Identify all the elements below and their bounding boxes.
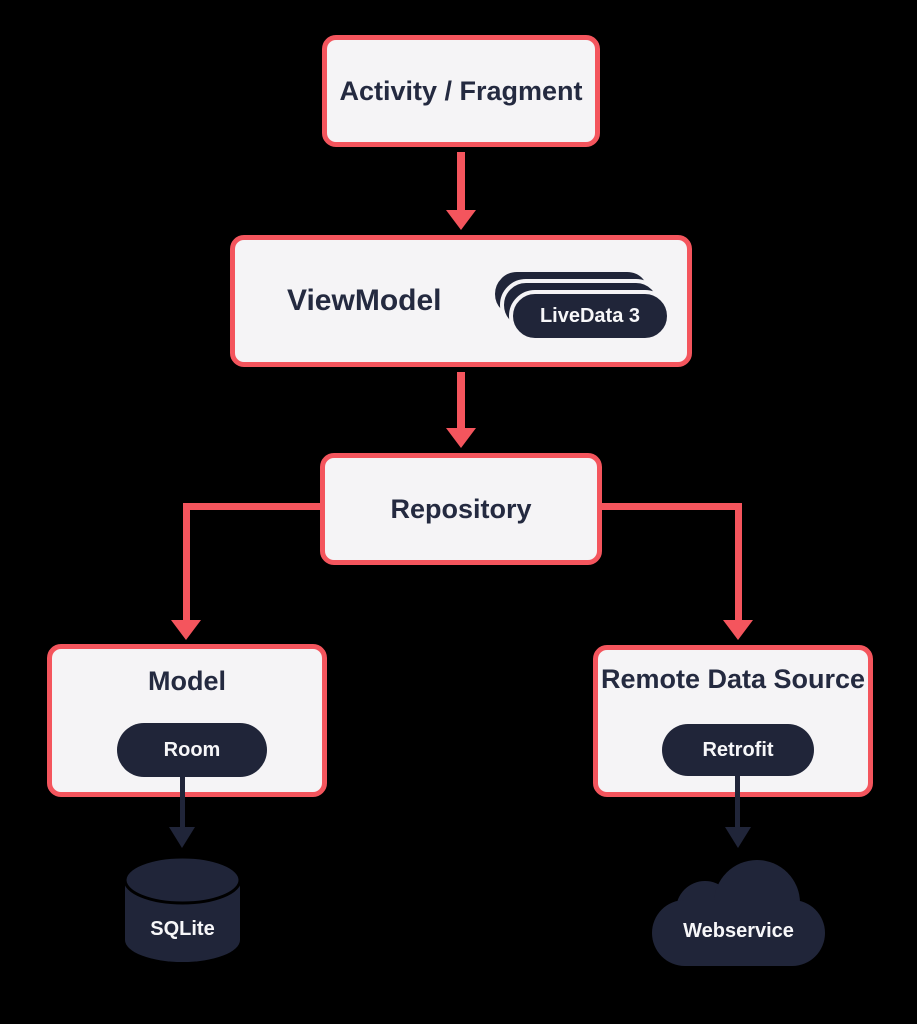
retrofit-badge-label: Retrofit bbox=[702, 738, 774, 761]
viewmodel-label: ViewModel bbox=[287, 284, 442, 317]
sqlite-label: SQLite bbox=[150, 918, 215, 940]
room-badge: Room bbox=[117, 723, 267, 777]
activity-fragment-label: Activity / Fragment bbox=[339, 75, 583, 106]
arrow-retrofit-to-webservice-shaft bbox=[735, 771, 740, 828]
arrow-activity-to-viewmodel-head bbox=[446, 210, 476, 230]
livedata-badge-label: LiveData 3 bbox=[539, 304, 641, 327]
arrow-repository-to-model-head bbox=[171, 620, 201, 640]
node-repository: Repository bbox=[320, 453, 602, 565]
connector-repository-to-model-vertical bbox=[183, 503, 190, 622]
livedata-badge: LiveData 3 bbox=[509, 290, 671, 342]
arrow-room-to-sqlite-shaft bbox=[180, 772, 185, 828]
node-remote-data-source: Remote Data Source Retrofit bbox=[593, 645, 873, 797]
node-model: Model Room bbox=[47, 644, 327, 797]
remote-data-source-label: Remote Data Source bbox=[600, 664, 866, 694]
node-viewmodel: ViewModel LiveData 3 bbox=[230, 235, 692, 367]
node-activity-fragment: Activity / Fragment bbox=[322, 35, 600, 147]
database-icon bbox=[123, 855, 242, 962]
model-label: Model bbox=[148, 666, 226, 696]
arrow-viewmodel-to-repository-shaft bbox=[457, 372, 465, 430]
webservice-label: Webservice bbox=[683, 920, 794, 942]
arrow-activity-to-viewmodel-shaft bbox=[457, 152, 465, 212]
connector-repository-to-remote-horizontal bbox=[602, 503, 742, 510]
arrow-viewmodel-to-repository-head bbox=[446, 428, 476, 448]
cloud-icon bbox=[652, 860, 825, 966]
connector-repository-to-remote-vertical bbox=[735, 503, 742, 622]
arrow-retrofit-to-webservice-head bbox=[725, 827, 751, 848]
room-badge-label: Room bbox=[163, 738, 221, 761]
retrofit-badge: Retrofit bbox=[662, 724, 814, 776]
arrow-repository-to-remote-head bbox=[723, 620, 753, 640]
arrow-room-to-sqlite-head bbox=[169, 827, 195, 848]
connector-repository-to-model-horizontal bbox=[183, 503, 320, 510]
repository-label: Repository bbox=[390, 493, 532, 524]
